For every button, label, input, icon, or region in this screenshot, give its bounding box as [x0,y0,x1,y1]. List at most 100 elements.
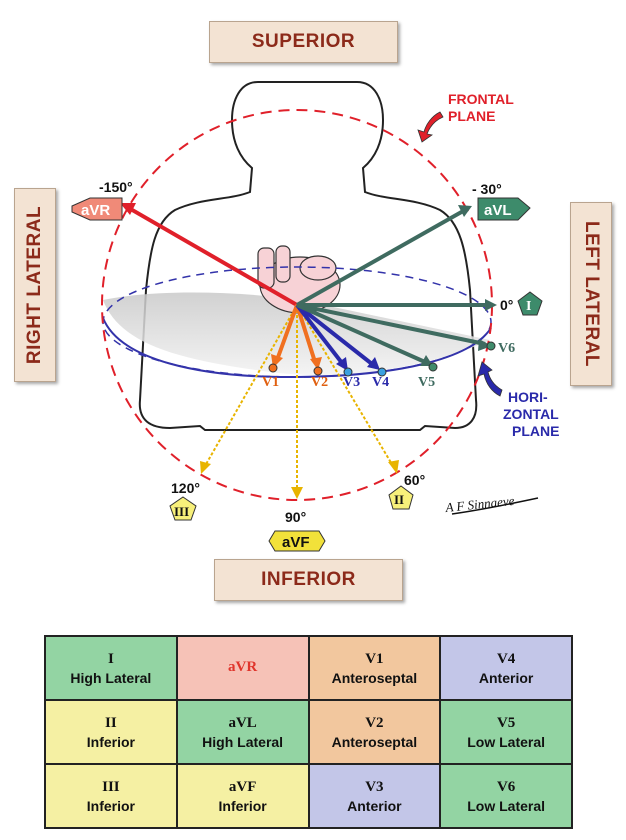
v4-electrode [377,367,387,377]
cell-lead-name: II [105,714,117,731]
lead-iii-vector [204,304,298,467]
frontal-plane-pointer-icon [417,111,444,143]
cell-lead-name: V3 [365,778,384,795]
cell-region: Anteroseptal [331,669,418,686]
cell-region: Low Lateral [467,797,546,814]
horizontal-plane-surface [103,292,490,375]
avr-angle: -150° [99,179,133,195]
cell-lead-name: III [102,778,120,795]
cell-lead-name: V2 [365,714,384,731]
cell-region: Anterior [347,797,402,814]
inferior-label-box: INFERIOR [214,559,403,601]
cell-region: Low Lateral [467,733,546,750]
svg-text:III: III [174,504,189,519]
svg-text:aVF: aVF [282,534,310,551]
svg-text:II: II [394,492,404,507]
v2-vector [295,304,317,363]
left-lateral-label-box: LEFT LATERAL [570,202,612,386]
table-cell: aVF Inferior [175,763,310,829]
cell-lead-name: V4 [496,650,516,667]
v2-electrode [313,366,323,376]
cell-region: Anterior [478,669,534,686]
avf-arrowhead [291,487,303,499]
horizontal-plane-label-line3: PLANE [512,423,559,439]
lead-i-badge: I [517,291,543,316]
v3-electrode [343,367,353,377]
lead-iii-badge: III [169,496,197,521]
avl-vector [296,208,466,307]
v2-label: V2 [311,375,328,390]
lead-iii-angle: 120° [171,480,200,496]
v5-label: V5 [418,375,435,390]
cell-lead-name: V5 [496,714,516,731]
cell-region: Inferior [86,733,135,750]
svg-text:aVR: aVR [81,202,110,219]
superior-label-box: SUPERIOR [209,21,398,63]
cell-lead-name: aVF [228,778,257,795]
v5-electrode [428,362,438,372]
horizontal-plane-label-line1: HORI- [508,389,548,405]
heart-icon [257,245,341,314]
lead-i-angle: 0° [500,297,513,313]
lead-ii-arrowhead [388,460,399,474]
svg-text:aVL: aVL [484,202,512,219]
v4-label: V4 [372,375,389,390]
v1-electrode [268,363,278,373]
lead-ii-vector [296,304,394,467]
v5-arrowhead [420,355,433,366]
avr-badge: aVR [71,197,123,221]
v6-label: V6 [498,341,515,356]
v6-arrowhead [478,339,492,351]
v5-vector [296,303,426,364]
v1-vector [275,304,299,361]
inferior-label: INFERIOR [261,569,356,590]
v3-vector [295,303,344,365]
right-lateral-label-box: RIGHT LATERAL [14,188,56,382]
lead-ii-angle: 60° [404,472,425,488]
table-cell: II Inferior [44,699,178,765]
cell-lead-name: aVR [228,658,258,675]
signature-underline [451,497,539,515]
v4-arrowhead [367,357,380,370]
table-cell: aVR [175,635,310,701]
cell-region: Anteroseptal [331,733,418,750]
lead-iii-arrowhead [200,461,211,474]
cell-lead-name: V6 [496,778,516,795]
avl-badge: aVL [477,197,531,221]
avl-arrowhead [458,205,472,217]
avf-badge: aVF [268,530,326,552]
table-cell: aVL High Lateral [175,699,310,765]
cell-region: Inferior [86,797,135,814]
avr-arrowhead [120,203,136,215]
cell-lead-name: aVL [228,714,257,731]
cell-lead-name: V1 [365,650,384,667]
lead-i-arrowhead [485,299,497,311]
superior-label: SUPERIOR [251,31,356,52]
cell-region: High Lateral [70,669,152,686]
frontal-plane-label-line1: FRONTAL [448,91,514,107]
ecg-lead-diagram: V1 V2 V3 V4 V5 V6 aVR -150° aVL - 30° I … [71,81,559,552]
frontal-plane-label-line2: PLANE [448,108,495,124]
v6-vector [296,303,486,346]
horizontal-plane-label-line2: ZONTAL [503,406,559,422]
v4-vector [295,303,374,366]
v6-electrode [486,341,496,351]
avr-vector [126,205,298,307]
cell-region: Inferior [218,797,267,814]
cell-region: High Lateral [202,733,284,750]
avf-angle: 90° [285,509,306,525]
horizontal-plane-pointer-icon [477,361,503,397]
avl-angle: - 30° [472,181,502,197]
v1-label: V1 [262,375,279,390]
